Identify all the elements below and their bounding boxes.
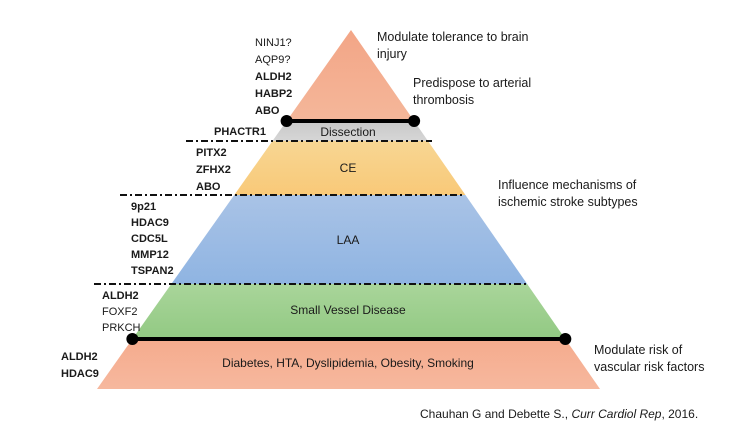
pyramid-layer-top [286,30,415,121]
layer-label-small-vessel-disease: Small Vessel Disease [290,303,406,317]
gene-label: ABO [255,105,280,117]
pyramid-layers [97,30,600,389]
gene-label: ALDH2 [102,290,139,302]
gene-label: PHACTR1 [214,126,266,138]
layer-label-ce: CE [340,161,357,175]
gene-label: HABP2 [255,88,292,100]
bracket-bar-bottom-left-dot [126,333,139,345]
annotation-line: vascular risk factors [594,360,704,374]
gene-label: 9p21 [131,201,156,213]
gene-label: ALDH2 [255,71,292,83]
citation-journal: Curr Cardiol Rep [571,407,661,421]
subtype-dividers [94,140,528,285]
layer-label-vascular-risk-factors: Diabetes, HTA, Dyslipidemia, Obesity, Sm… [222,356,474,370]
layer-label-laa: LAA [337,233,360,247]
gene-list-ce: PITX2 ZFHX2 ABO [196,147,231,193]
gene-label: PRKCH [102,322,141,334]
annotation-line: ischemic stroke subtypes [498,195,638,209]
bracket-bar-bottom-right-dot [559,333,572,345]
pyramid-layer-dissection [272,121,428,141]
bracket-bar-top-right-dot [408,115,421,127]
pyramid-layer-ce [234,141,466,195]
gene-label: AQP9? [255,54,290,66]
layer-label-dissection: Dissection [320,125,375,139]
annotation-risk: Modulate risk of vascular risk factors [594,343,704,374]
gene-label: ABO [196,181,221,193]
pyramid-layer-risk [97,339,600,389]
gene-list-risk: ALDH2 HDAC9 [61,351,99,380]
gene-list-top: NINJ1? AQP9? ALDH2 HABP2 ABO [255,37,292,117]
gene-list-laa: 9p21 HDAC9 CDC5L MMP12 TSPAN2 [131,201,174,277]
annotation-subtypes: Influence mechanisms of ischemic stroke … [498,178,638,209]
pyramid-layer-svd [132,284,566,339]
annotation-line: injury [377,47,408,61]
annotation-thrombosis: Predispose to arterial thrombosis [413,76,531,107]
gene-list-svd: ALDH2 FOXF2 PRKCH [102,290,141,334]
citation: Chauhan G and Debette S., Curr Cardiol R… [420,407,698,421]
citation-authors: Chauhan G and Debette S., [420,407,571,421]
annotation-line: Modulate risk of [594,343,683,357]
gene-list-dissection: PHACTR1 [214,126,266,138]
annotation-line: Modulate tolerance to brain [377,30,529,44]
annotation-line: thrombosis [413,93,474,107]
gene-label: FOXF2 [102,306,137,318]
gene-label: CDC5L [131,233,168,245]
annotation-tolerance: Modulate tolerance to brain injury [377,30,529,61]
gene-label: HDAC9 [131,217,169,229]
gene-label: MMP12 [131,249,169,261]
pyramid-layer-laa [171,195,528,284]
gene-label: NINJ1? [255,37,292,49]
gene-label: PITX2 [196,147,227,159]
annotation-line: Predispose to arterial [413,76,531,90]
citation-year: , 2016. [661,407,698,421]
annotation-line: Influence mechanisms of [498,178,637,192]
bracket-bars [126,115,572,345]
gene-label: HDAC9 [61,368,99,380]
gene-label: ALDH2 [61,351,98,363]
gene-label: ZFHX2 [196,164,231,176]
bracket-bar-top-left-dot [280,115,293,127]
gene-label: TSPAN2 [131,265,174,277]
